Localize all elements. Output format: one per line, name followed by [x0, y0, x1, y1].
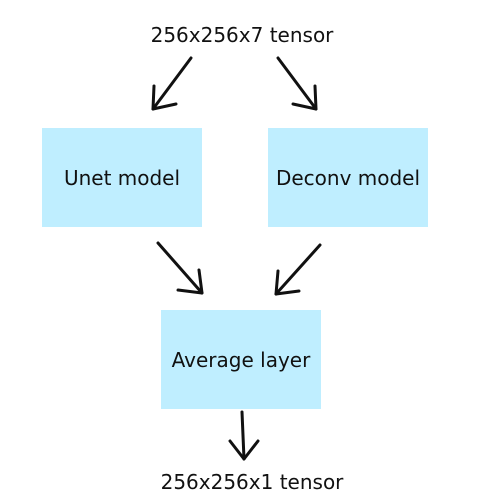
- unet-model-label: Unet model: [63, 165, 181, 190]
- input-tensor-label: 256x256x7 tensor: [150, 23, 334, 47]
- arrow-input-to-deconv: [276, 56, 318, 111]
- arrow-unet-to-average: [156, 241, 204, 295]
- average-layer-node: Average layer: [161, 310, 321, 409]
- output-tensor-label: 256x256x1 tensor: [160, 470, 344, 494]
- arrow-average-to-output: [228, 410, 260, 461]
- deconv-model-label: Deconv model: [275, 165, 421, 190]
- arrow-input-to-unet: [151, 56, 193, 111]
- unet-model-node: Unet model: [42, 128, 202, 227]
- deconv-model-node: Deconv model: [268, 128, 428, 227]
- arrow-deconv-to-average: [274, 243, 322, 296]
- average-layer-label: Average layer: [171, 347, 311, 372]
